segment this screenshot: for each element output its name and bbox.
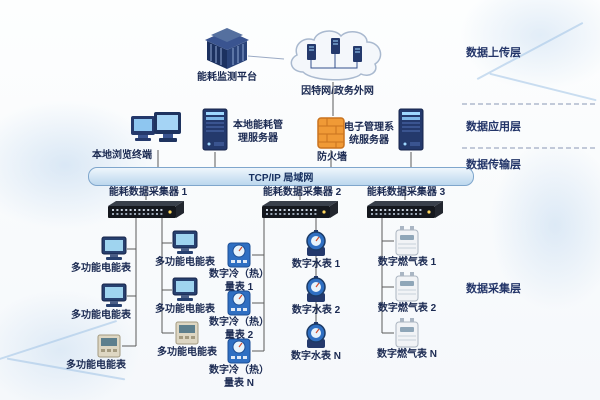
meter-label: 数字水表 1 bbox=[291, 259, 341, 270]
terminal-label: 本地浏览终端 bbox=[92, 150, 152, 161]
collector-2-icon bbox=[262, 200, 338, 220]
meter-label: 数字燃气表 2 bbox=[377, 303, 437, 314]
layer-collection-label: 数据采集层 bbox=[466, 283, 521, 295]
local-terminal-icon bbox=[130, 110, 182, 150]
meter-label: 多功能电能表 bbox=[155, 257, 215, 268]
electric-meter-icon bbox=[174, 320, 200, 346]
lan-bus: TCP/IP 局域网 bbox=[88, 167, 474, 186]
collector-3-icon bbox=[367, 200, 443, 220]
water-meter-icon bbox=[302, 230, 330, 258]
firewall-icon bbox=[317, 116, 345, 150]
meter-label: 数字水表 2 bbox=[291, 305, 341, 316]
gas-meter-icon bbox=[394, 226, 420, 256]
electric-meter-icon bbox=[96, 333, 122, 359]
meter-label: 多功能电能表 bbox=[155, 304, 215, 315]
meter-label: 数字燃气表 N bbox=[377, 349, 437, 360]
water-meter-icon bbox=[302, 322, 330, 350]
meter-label: 数字冷（热）量表 1 bbox=[209, 269, 269, 293]
internet-cloud-icon bbox=[283, 26, 388, 82]
platform-label: 能耗监测平台 bbox=[197, 72, 257, 83]
ems-server-label: 电子管理系统服务器 bbox=[344, 122, 394, 146]
meter-label: 多功能电能表 bbox=[157, 347, 217, 358]
meter-label: 数字燃气表 1 bbox=[377, 257, 437, 268]
meter-label: 数字水表 N bbox=[291, 351, 341, 362]
local-server-icon bbox=[200, 108, 230, 152]
cool-heat-meter-icon bbox=[226, 242, 252, 268]
collector-1-icon bbox=[108, 200, 184, 220]
meter-label: 多功能电能表 bbox=[71, 310, 131, 321]
meter-label: 数字冷（热）量表 2 bbox=[209, 317, 269, 341]
meter-label: 数字冷（热）量表 N bbox=[209, 365, 269, 389]
platform-building-icon bbox=[203, 28, 251, 70]
lan-label: TCP/IP 局域网 bbox=[248, 173, 314, 184]
local-server-label: 本地能耗管理服务器 bbox=[233, 120, 283, 144]
firewall-label: 防火墙 bbox=[317, 152, 347, 163]
electric-meter-icon bbox=[101, 283, 127, 309]
layer-upload-label: 数据上传层 bbox=[466, 47, 521, 59]
collector-2-label: 能耗数据采集器 2 bbox=[262, 187, 342, 198]
electric-meter-icon bbox=[172, 230, 198, 256]
meter-label: 多功能电能表 bbox=[71, 263, 131, 274]
gas-meter-icon bbox=[394, 272, 420, 302]
meter-label: 多功能电能表 bbox=[66, 360, 126, 371]
gas-meter-icon bbox=[394, 318, 420, 348]
ems-server-icon bbox=[396, 108, 426, 152]
collector-3-label: 能耗数据采集器 3 bbox=[366, 187, 446, 198]
internet-label: 因特网/政务外网 bbox=[301, 86, 374, 97]
collector-1-label: 能耗数据采集器 1 bbox=[108, 187, 188, 198]
electric-meter-icon bbox=[101, 236, 127, 262]
layer-transmission-label: 数据传输层 bbox=[466, 159, 521, 171]
layer-application-label: 数据应用层 bbox=[466, 121, 521, 133]
electric-meter-icon bbox=[172, 277, 198, 303]
water-meter-icon bbox=[302, 276, 330, 304]
